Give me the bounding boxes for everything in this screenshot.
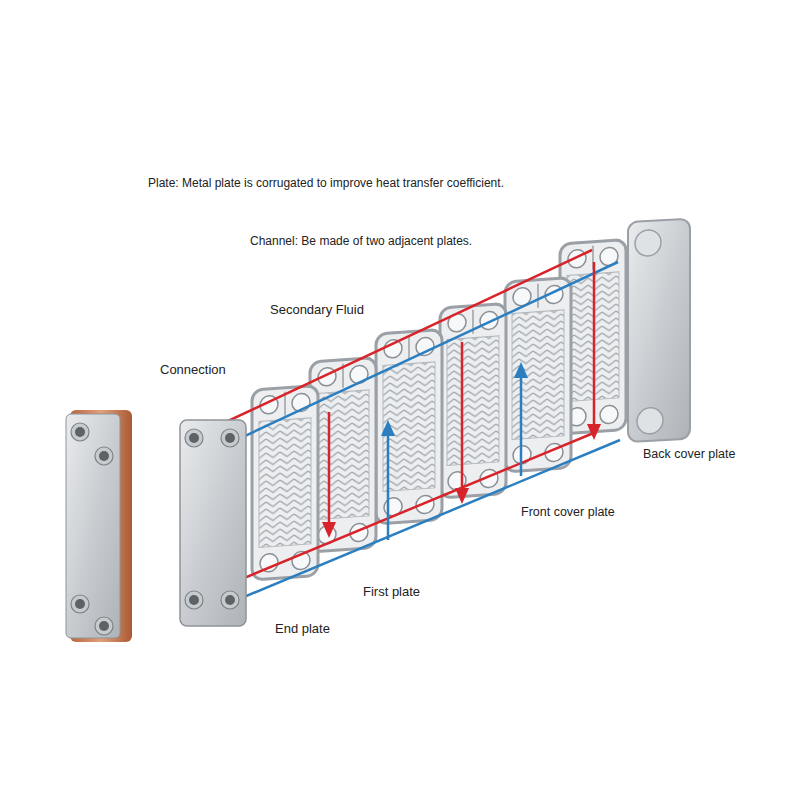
corrugated-plate	[440, 303, 506, 498]
end-plate	[180, 420, 246, 626]
corrugated-plate	[505, 277, 571, 472]
part-label: End plate	[275, 621, 330, 637]
part-label: First plate	[363, 584, 420, 600]
part-label: Plate: Metal plate is corrugated to impr…	[148, 176, 504, 190]
part-label: Front cover plate	[521, 505, 615, 520]
part-label: Connection	[160, 362, 226, 378]
part-label: Secondary Fluid	[270, 302, 364, 318]
part-label: Back cover plate	[643, 447, 735, 462]
back-cover-plate	[628, 219, 690, 442]
part-label: Channel: Be made of two adjacent plates.	[250, 234, 472, 248]
flow-lines	[196, 250, 620, 602]
assembled-unit	[66, 410, 132, 642]
corrugated-plate	[310, 357, 376, 552]
